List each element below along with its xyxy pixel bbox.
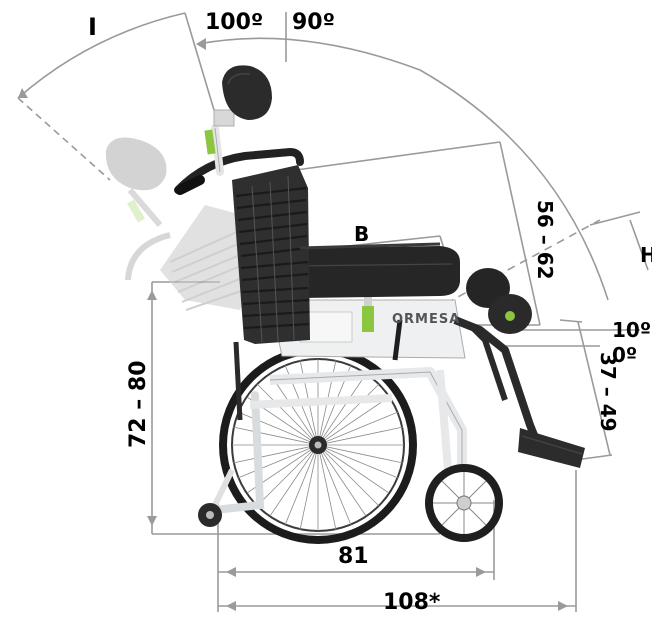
leg-angle-bottom-label: 0º xyxy=(612,343,638,367)
arrowheads xyxy=(18,38,568,611)
leg-angle-top-label: 10º xyxy=(612,318,652,342)
overall-length-label: 108* xyxy=(383,590,441,615)
angle-90-label: 90º xyxy=(292,10,336,35)
backrest-height-line xyxy=(499,141,541,326)
footrest-line-v xyxy=(629,219,649,271)
recline-radial-left xyxy=(17,97,111,181)
dimension-lines xyxy=(17,12,649,612)
leg-length-top xyxy=(559,319,583,323)
backrest-height-label: 56 – 62 xyxy=(533,200,557,280)
footrest-line-h xyxy=(589,211,641,226)
backrest-top-line xyxy=(295,141,501,171)
angle-100-label: 100º xyxy=(205,10,264,35)
anti-tip-wheel xyxy=(198,468,235,527)
backrest-angle-arc xyxy=(197,37,609,301)
wheelchair-frame xyxy=(174,65,585,514)
footrest-letter-label: H xyxy=(640,243,652,267)
seat-height-label: 72 – 80 xyxy=(126,360,151,448)
recline-arc xyxy=(17,12,186,99)
recline-radial-right xyxy=(184,12,215,111)
wheelbase-label: 81 xyxy=(338,544,369,569)
seat-depth-letter-label: B xyxy=(354,222,370,246)
brake-lever xyxy=(392,319,403,361)
leg-length-line xyxy=(577,321,611,456)
ormesa-logo: ORMESA xyxy=(392,312,461,327)
leg-length-label: 37 – 49 xyxy=(596,352,620,432)
recline-letter-label: I xyxy=(88,13,97,41)
front-caster xyxy=(425,369,503,542)
